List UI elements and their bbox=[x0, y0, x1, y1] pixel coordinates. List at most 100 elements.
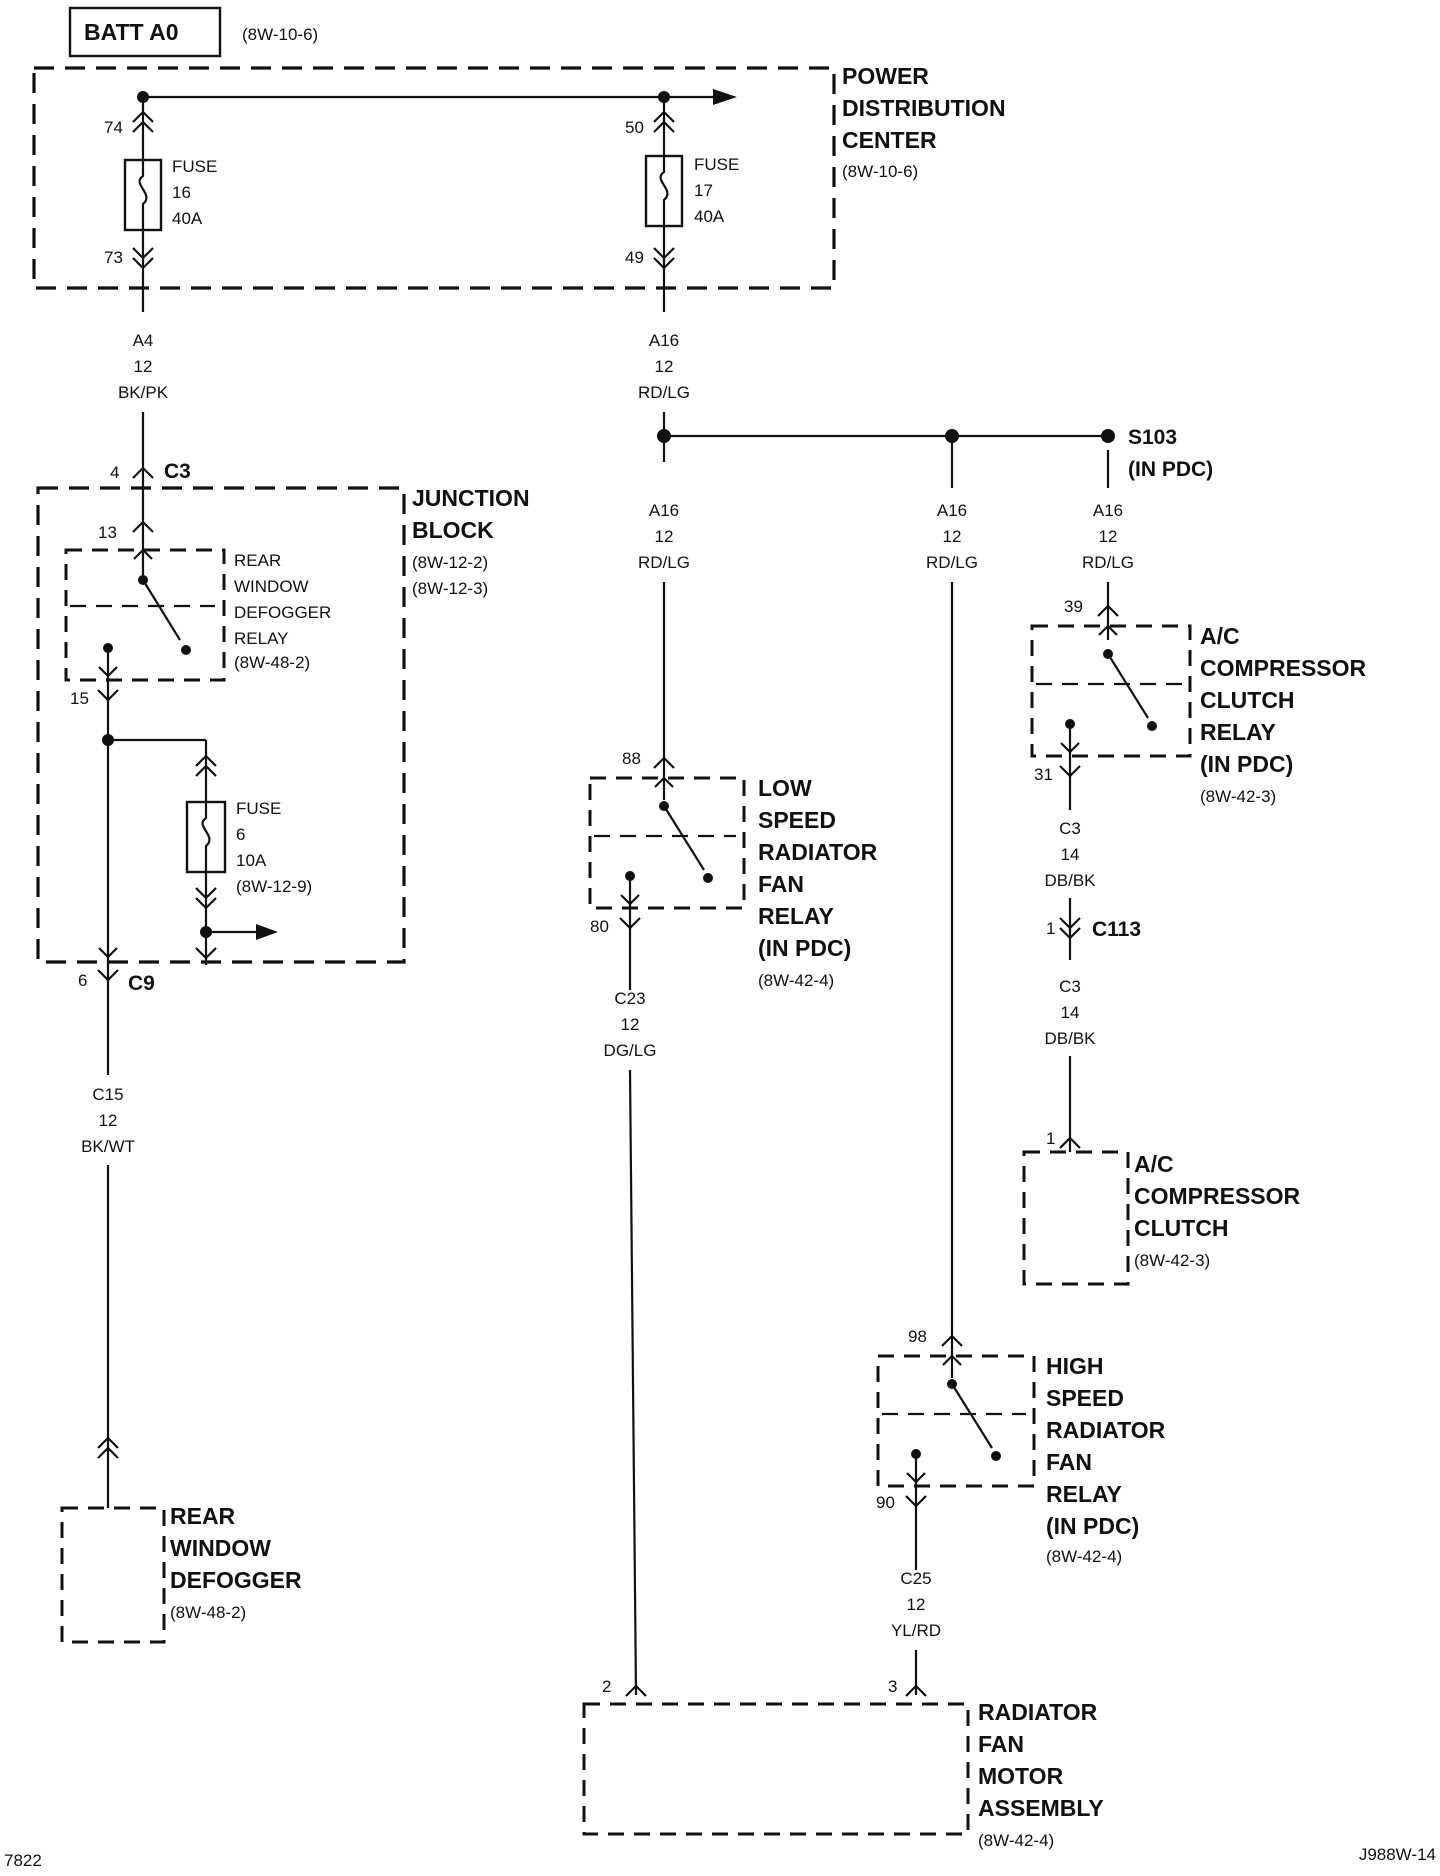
low-relay-pin-out: 80 bbox=[590, 917, 609, 936]
fuse17-number: 17 bbox=[694, 181, 713, 200]
wire-c23-color: DG/LG bbox=[604, 1041, 657, 1060]
wire-c3-upper-color: DB/BK bbox=[1044, 871, 1096, 890]
ac-relay-label-line5: (IN PDC) bbox=[1200, 751, 1293, 777]
c113-pin: 1 bbox=[1046, 919, 1055, 938]
footer-left-id: 7822 bbox=[4, 1851, 42, 1870]
ac-clutch-connector-icon bbox=[1059, 1136, 1081, 1149]
ac-clutch-label-line2: COMPRESSOR bbox=[1134, 1183, 1301, 1209]
ac-relay-label-line4: RELAY bbox=[1200, 719, 1276, 745]
high-relay-ref: (8W-42-4) bbox=[1046, 1547, 1122, 1566]
defogger-relay-pin-out: 15 bbox=[70, 689, 89, 708]
wire-a16-high-gauge: 12 bbox=[943, 527, 962, 546]
ac-relay-contact-nc bbox=[1147, 721, 1157, 731]
pdc-label-line3: CENTER bbox=[842, 127, 937, 153]
fuse17-element-icon bbox=[659, 156, 669, 226]
low-relay-pin88-connector-icon bbox=[653, 756, 675, 769]
wire-a16-low-color: RD/LG bbox=[638, 553, 690, 572]
fuse16-pin-bottom: 73 bbox=[104, 248, 123, 267]
ac-clutch-ref: (8W-42-3) bbox=[1134, 1251, 1210, 1270]
wire-a16-low-gauge: 12 bbox=[655, 527, 674, 546]
defogger-relay-contact-nc bbox=[181, 645, 191, 655]
ac-relay-label-line3: CLUTCH bbox=[1200, 687, 1295, 713]
fuse16-pin-top: 74 bbox=[104, 118, 123, 137]
wire-c3-lower-gauge: 14 bbox=[1061, 1003, 1080, 1022]
wire-c15-gauge: 12 bbox=[99, 1111, 118, 1130]
batt-source-box bbox=[68, 6, 222, 58]
rear-defogger-label-line3: DEFOGGER bbox=[170, 1567, 302, 1593]
fan-motor-label-line4: ASSEMBLY bbox=[978, 1795, 1104, 1821]
low-relay-label-line4: FAN bbox=[758, 871, 804, 897]
wire-c3-upper-gauge: 14 bbox=[1061, 845, 1080, 864]
splice-name: S103 bbox=[1128, 426, 1177, 449]
fuse17-rating: 40A bbox=[694, 207, 725, 226]
ac-relay-label-line1: A/C bbox=[1200, 623, 1240, 649]
fan-motor-boundary bbox=[582, 1702, 970, 1836]
fuse6-output-arrow bbox=[256, 924, 278, 940]
ac-relay-pin39-connector-icon bbox=[1097, 604, 1119, 617]
high-relay-label-line4: FAN bbox=[1046, 1449, 1092, 1475]
ac-relay-pin31-connector-icon bbox=[1059, 765, 1081, 778]
wire-c3-lower-color: DB/BK bbox=[1044, 1029, 1096, 1048]
low-relay-contact-nc bbox=[703, 873, 713, 883]
ac-relay-label-line2: COMPRESSOR bbox=[1200, 655, 1367, 681]
wire-a4-gauge: 12 bbox=[134, 357, 153, 376]
jb-c9-arrow-icon bbox=[98, 947, 118, 959]
low-relay-label-line2: SPEED bbox=[758, 807, 836, 833]
high-relay-label-line6: (IN PDC) bbox=[1046, 1513, 1139, 1539]
fuse6-label: FUSE bbox=[236, 799, 281, 818]
fuse16-rating: 40A bbox=[172, 209, 203, 228]
wire-a4-color: BK/PK bbox=[118, 383, 169, 402]
wire-c3-upper-circuit: C3 bbox=[1059, 819, 1081, 838]
fuse6-element-icon bbox=[201, 802, 211, 872]
ac-clutch-label-line3: CLUTCH bbox=[1134, 1215, 1229, 1241]
ac-relay-output-arrow-icon bbox=[1060, 742, 1080, 754]
c113-label: C113 bbox=[1092, 918, 1141, 941]
high-relay-label-line2: SPEED bbox=[1046, 1385, 1124, 1411]
wire-c15-color: BK/WT bbox=[81, 1137, 135, 1156]
high-relay-boundary bbox=[876, 1354, 1036, 1488]
c3-label: C3 bbox=[164, 460, 191, 483]
wire-a16-high-color: RD/LG bbox=[926, 553, 978, 572]
pdc-label-line1: POWER bbox=[842, 63, 929, 89]
defogger-relay-label-line2: WINDOW bbox=[234, 577, 309, 596]
defogger-relay-switch-arm bbox=[142, 579, 181, 641]
junction-block-label-line2: BLOCK bbox=[412, 517, 494, 543]
fuse6-bottom-arrow-icon bbox=[195, 947, 217, 960]
low-relay-ref: (8W-42-4) bbox=[758, 971, 834, 990]
low-relay-common-arrow-icon bbox=[654, 776, 674, 788]
defogger-relay-label-line3: DEFOGGER bbox=[234, 603, 331, 622]
wire-c15-circuit: C15 bbox=[92, 1085, 123, 1104]
fuse17-label: FUSE bbox=[694, 155, 739, 174]
ac-clutch-boundary bbox=[1022, 1150, 1130, 1286]
pdc-bus-arrow bbox=[713, 89, 737, 105]
c3-connector-icon bbox=[132, 466, 154, 479]
wire-c23-gauge: 12 bbox=[621, 1015, 640, 1034]
junction-block-ref1: (8W-12-2) bbox=[412, 553, 488, 572]
ac-clutch-label-line1: A/C bbox=[1134, 1151, 1174, 1177]
c9-label: C9 bbox=[128, 972, 155, 995]
ac-clutch-pin: 1 bbox=[1046, 1129, 1055, 1148]
defogger-relay-pin-in: 13 bbox=[98, 523, 117, 542]
footer-right-id: J988W-14 bbox=[1359, 1845, 1436, 1864]
fuse6-rating: 10A bbox=[236, 851, 267, 870]
low-relay-output-arrow-icon bbox=[620, 894, 640, 906]
low-relay-label-line6: (IN PDC) bbox=[758, 935, 851, 961]
defogger-relay-output-arrow-icon bbox=[98, 666, 118, 678]
high-relay-label-line5: RELAY bbox=[1046, 1481, 1122, 1507]
fan-motor-label-line1: RADIATOR bbox=[978, 1699, 1098, 1725]
low-relay-pin-in: 88 bbox=[622, 749, 641, 768]
wire-c3-lower-circuit: C3 bbox=[1059, 977, 1081, 996]
low-relay-boundary bbox=[588, 776, 746, 910]
c9-pin: 6 bbox=[78, 971, 87, 990]
ac-relay-boundary bbox=[1030, 624, 1192, 758]
wire-c25-gauge: 12 bbox=[907, 1595, 926, 1614]
fuse16-element-icon bbox=[138, 160, 148, 230]
rear-defogger-ref: (8W-48-2) bbox=[170, 1603, 246, 1622]
fuse17-pin-bottom: 49 bbox=[625, 248, 644, 267]
pdc-ref: (8W-10-6) bbox=[842, 162, 918, 181]
fan-motor-pin-left: 2 bbox=[602, 1677, 611, 1696]
fuse17-pin-top: 50 bbox=[625, 118, 644, 137]
pdc-label-line2: DISTRIBUTION bbox=[842, 95, 1006, 121]
splice-location: (IN PDC) bbox=[1128, 458, 1213, 481]
